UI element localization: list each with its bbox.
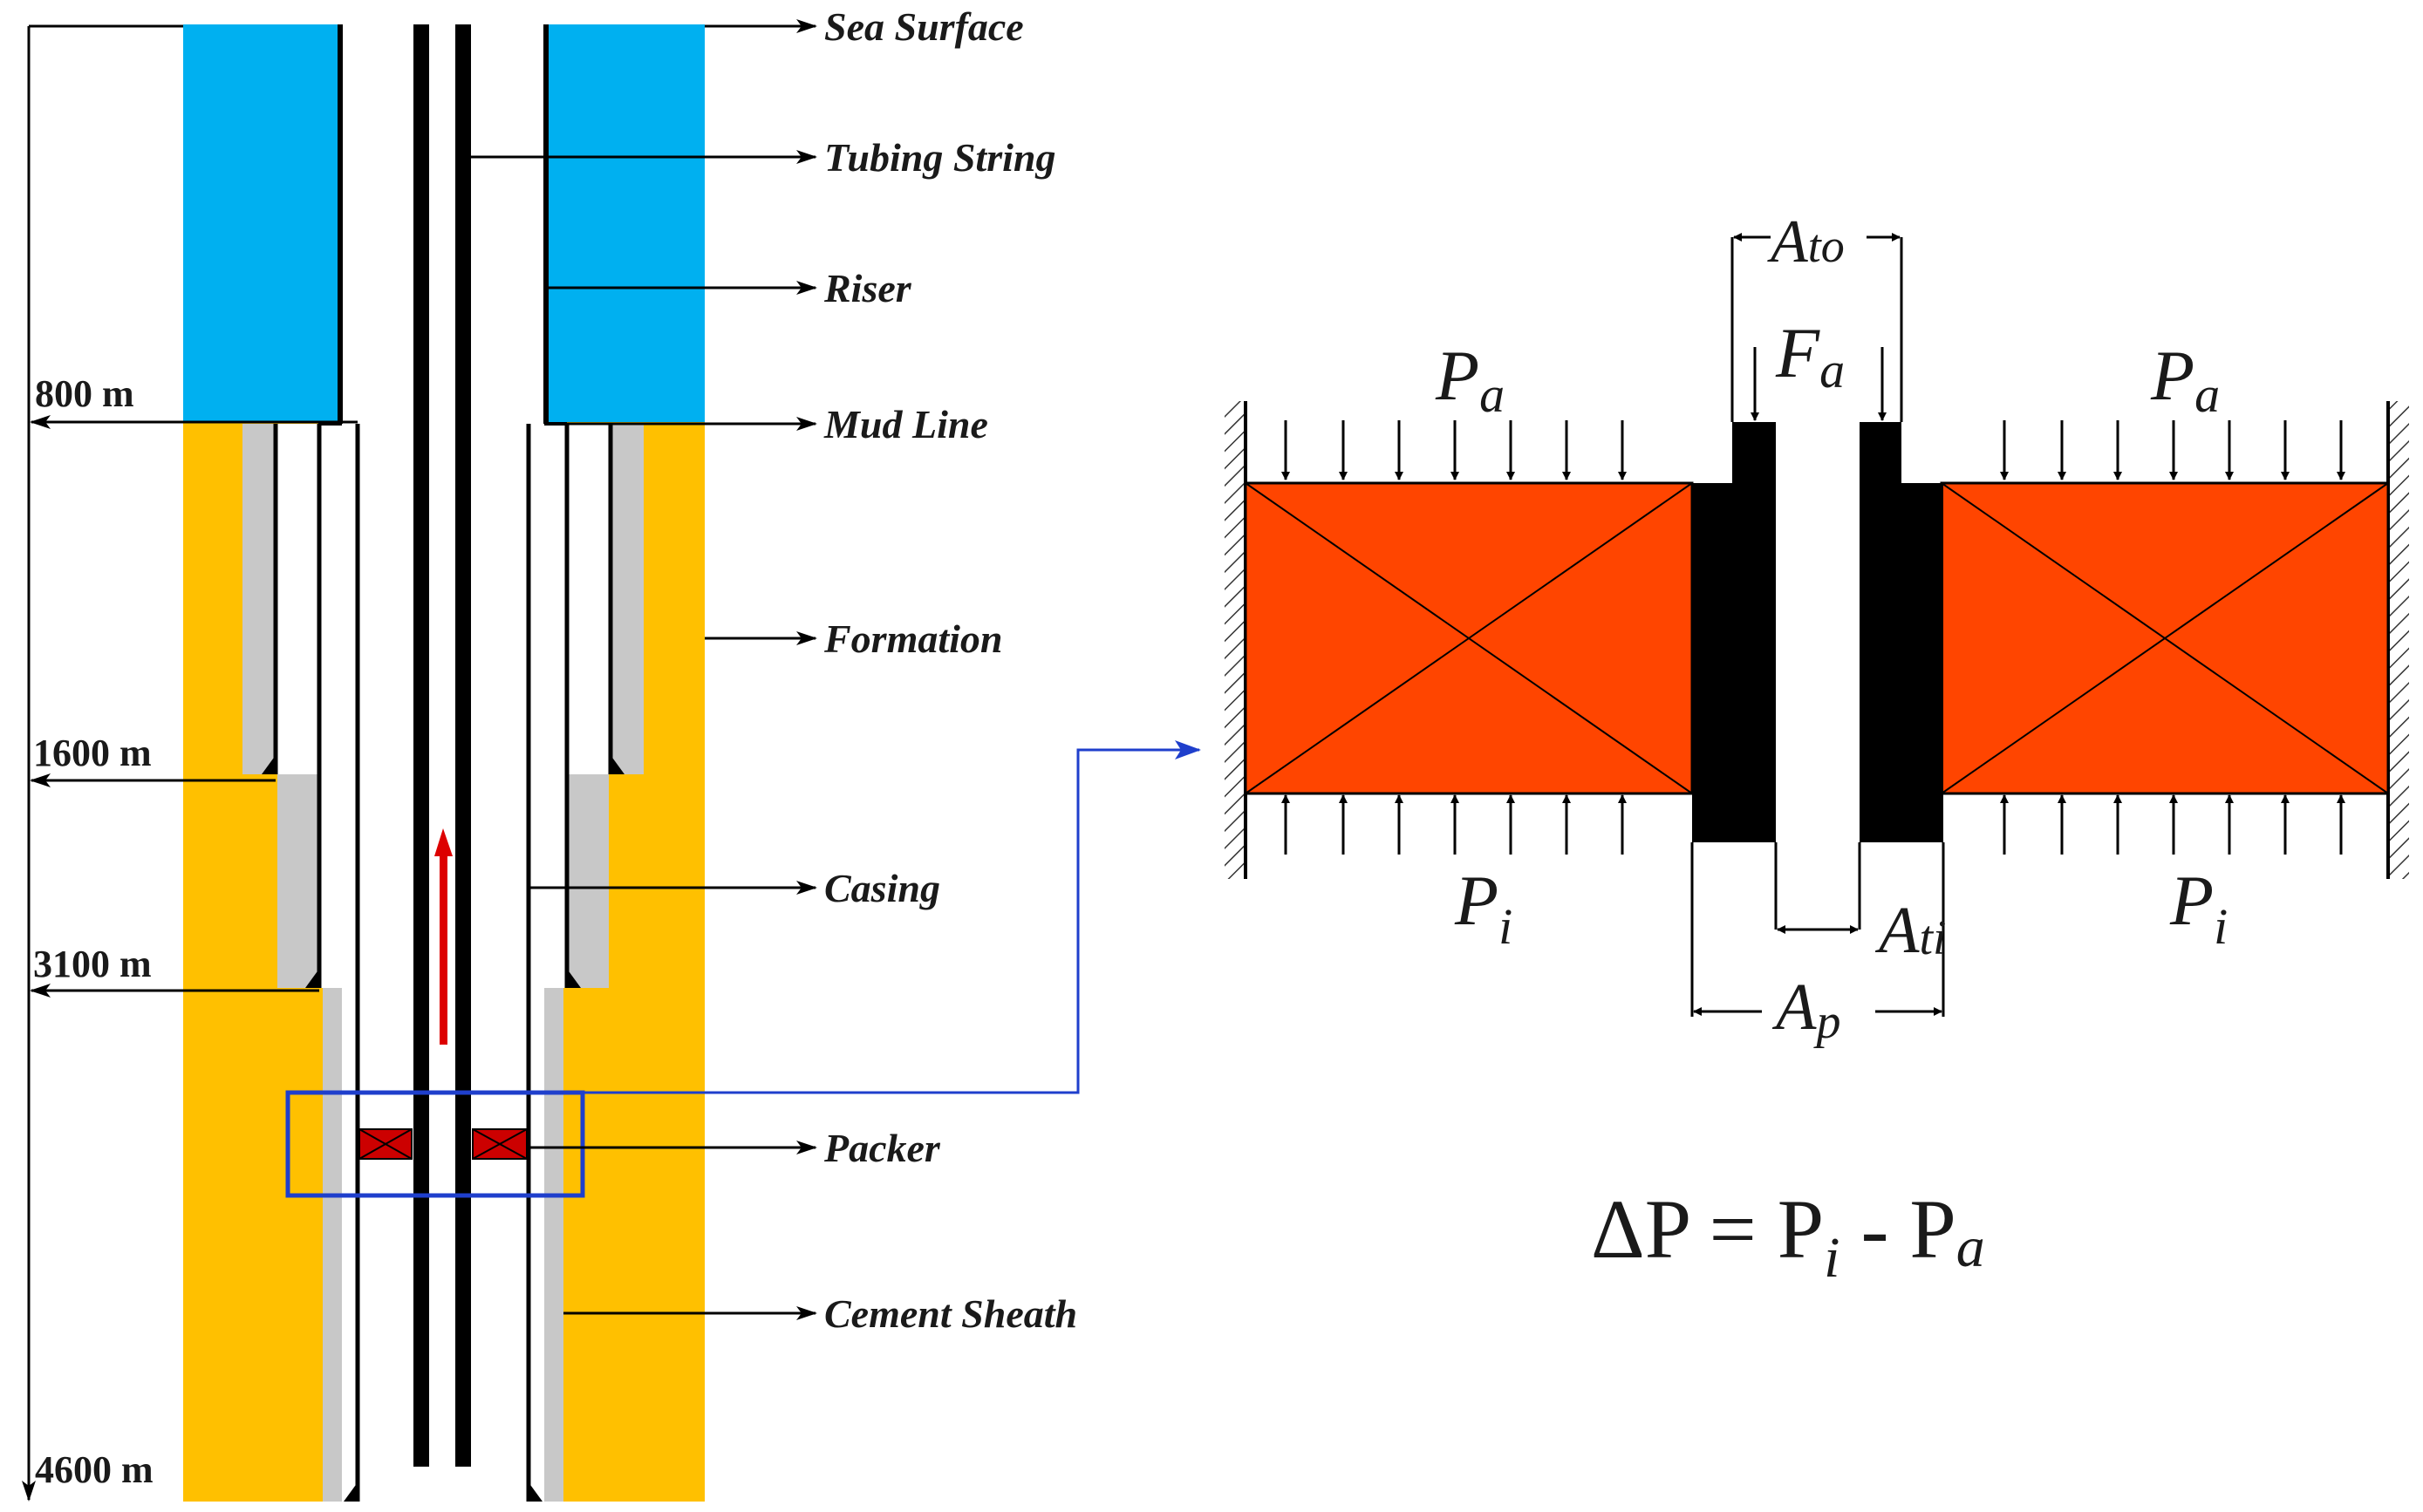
tubing-string-label: Tubing String	[824, 135, 1055, 180]
pa-left-label: Pa	[1435, 336, 1505, 423]
tubing-wall-left	[413, 24, 429, 1467]
fixed-wall-right	[2388, 401, 2409, 879]
zoom-frame	[285, 1090, 585, 1198]
ap-label: Ap	[1771, 971, 1840, 1049]
riser-label: Riser	[823, 266, 912, 310]
tubing-wall-right	[455, 24, 471, 1467]
sea-surface-label: Sea Surface	[824, 4, 1024, 49]
tubing-wall-detail-left	[1692, 483, 1776, 842]
pi-right-label: Pi	[2169, 861, 2228, 955]
tubing-wall-detail-right	[1860, 483, 1943, 842]
packer-force-detail: Pa Pa Pi Pi Fa Ato Ati Ap ΔP = Pi - Pa	[1225, 208, 2409, 1290]
packer-element-left	[1244, 481, 1694, 795]
annulus-pressure-arrows	[1281, 420, 2345, 480]
packer-label: Packer	[823, 1126, 941, 1170]
flow-direction-arrow	[434, 828, 453, 1045]
fixed-wall-left	[1225, 401, 1246, 879]
depth-1600-label: 1600 m	[33, 732, 152, 774]
leader-lines	[471, 19, 817, 1320]
formation-label: Formation	[823, 616, 1003, 661]
fa-label: Fa	[1775, 313, 1845, 398]
cement-sheath-label: Cement Sheath	[824, 1291, 1077, 1336]
casing-shoes	[262, 755, 625, 1502]
zoom-connector	[583, 740, 1201, 1094]
depth-4600-label: 4600 m	[35, 1448, 154, 1491]
ap-dimension	[1690, 842, 1945, 1017]
pressure-difference-equation: ΔP = Pi - Pa	[1591, 1182, 1985, 1290]
ati-dimension	[1774, 842, 1861, 934]
packer-element-right	[1940, 481, 2390, 795]
casing-strings	[273, 424, 613, 1502]
ato-dimension	[1730, 233, 1903, 422]
depth-800-label: 800 m	[35, 372, 134, 415]
depth-3100-label: 3100 m	[33, 943, 152, 985]
packer	[358, 1128, 528, 1160]
ato-label: Ato	[1767, 208, 1845, 276]
casing-label: Casing	[824, 866, 940, 910]
axial-force-arrows	[1751, 347, 1887, 421]
ati-label: Ati	[1874, 894, 1947, 967]
pi-left-label: Pi	[1454, 861, 1512, 955]
pa-right-label: Pa	[2150, 336, 2220, 423]
mud-line-label: Mud Line	[823, 402, 988, 446]
tubing-pressure-arrows	[1281, 794, 2345, 855]
depth-markers	[22, 415, 358, 1502]
wellbore-section	[27, 24, 705, 1502]
